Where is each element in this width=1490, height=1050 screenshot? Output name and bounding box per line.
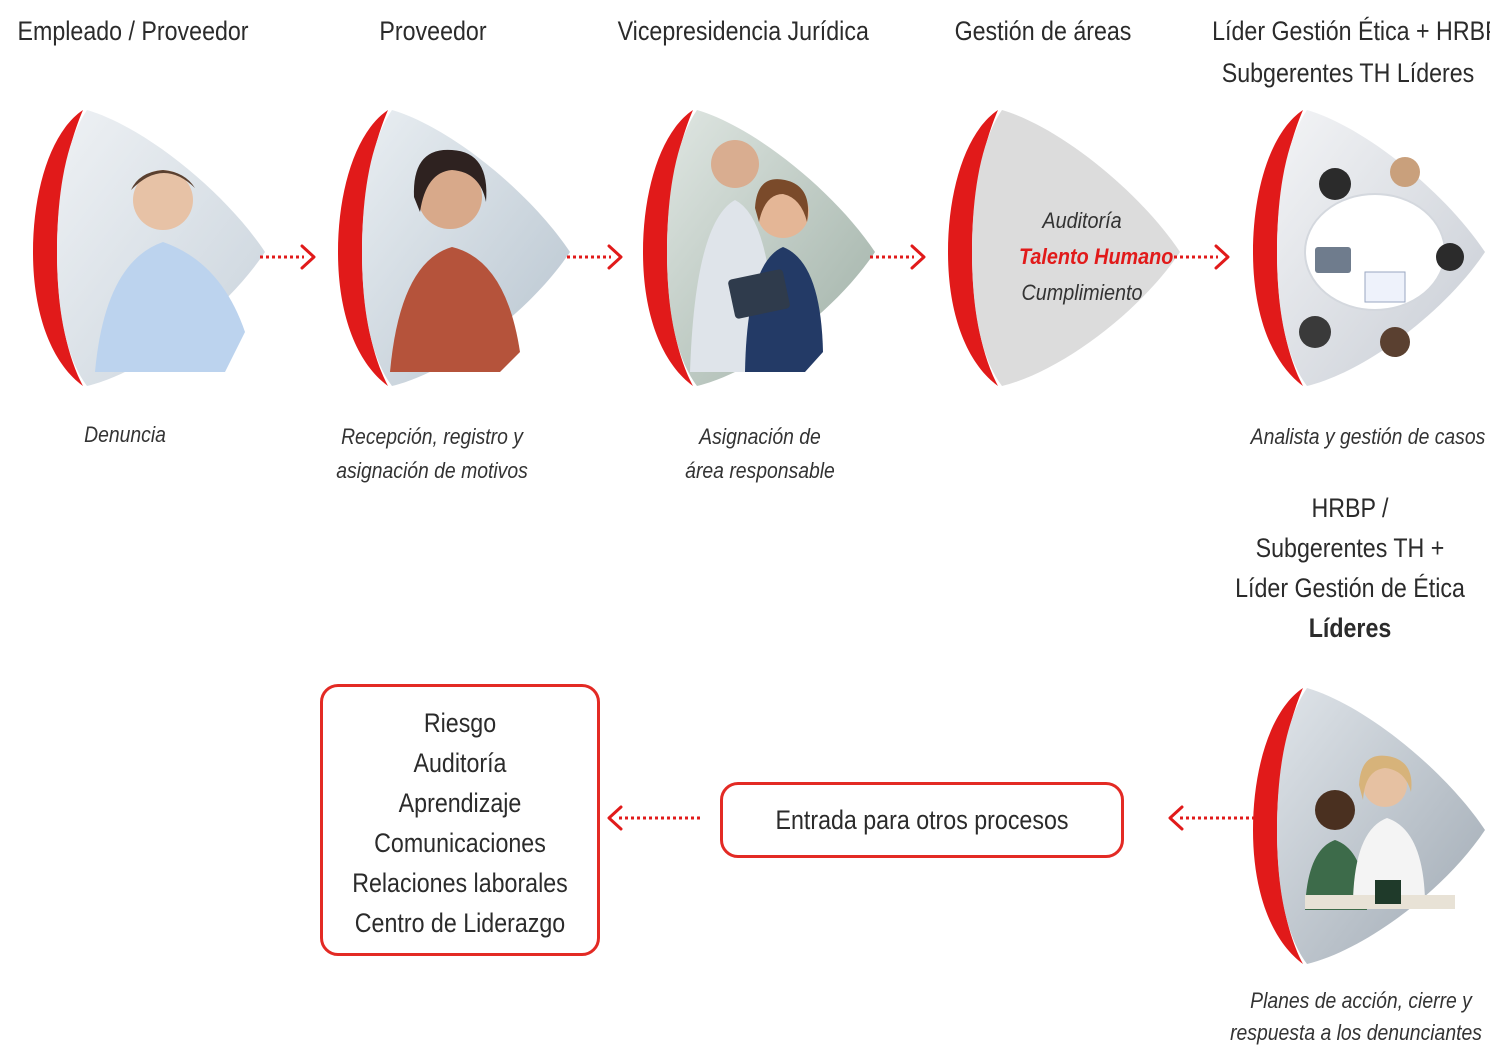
caption-planes-line1: Planes de acción, cierre y [1250,988,1472,1013]
photo-node-denuncia [25,102,285,392]
photo-node-analista [1245,102,1490,392]
caption-planes-line2: respuesta a los denunciantes [1230,1020,1482,1045]
role-hrbp: HRBP / [1311,493,1389,523]
business-meeting-photo [1253,688,1485,964]
gestion-line-talento-humano: Talento Humano [1019,244,1174,269]
arrow-entrada-to-outputs [607,805,703,831]
arrow-1-to-2 [260,244,316,270]
gestion-areas-node [940,102,1200,392]
photo-node-recepcion [330,102,590,392]
entrada-otros-procesos-box: Entrada para otros procesos [720,782,1124,858]
gestion-line-cumplimiento: Cumplimiento [1021,280,1143,305]
output-centro-liderazgo: Centro de Liderazgo [354,908,566,938]
output-auditoria: Auditoría [413,748,507,778]
outputs-box: Riesgo Auditoría Aprendizaje Comunicacio… [320,684,600,956]
header-proveedor: Proveedor [379,16,487,46]
caption-recepcion-line2: asignación de motivos [336,458,528,483]
arrow-3-to-4 [870,244,926,270]
output-aprendizaje: Aprendizaje [398,788,522,818]
team-meeting-overhead-photo [1253,110,1485,386]
gestion-areas-node-text: Auditoría Talento Humano Cumplimiento [1019,203,1174,311]
photo-node-planes [1245,680,1490,970]
arrow-2-to-3 [567,244,623,270]
header-lider-gestion-etica: Líder Gestión Ética + HRBP [1212,16,1490,46]
role-lideres: Líderes [1247,608,1453,648]
photo-node-asignacion [635,102,895,392]
role-subgerentes: Subgerentes TH + [1255,533,1445,563]
gestion-line-auditoria: Auditoría [1042,208,1122,233]
caption-asignacion-line2: área responsable [685,458,835,483]
header-vicepresidencia-juridica: Vicepresidencia Jurídica [617,16,869,46]
role-lideres-text: Líderes [1308,613,1392,643]
caption-recepcion-line1: Recepción, registro y [341,424,523,449]
arrow-6-to-entrada [1168,805,1260,831]
header-subgerentes-th: Subgerentes TH Líderes [1221,58,1475,88]
colleagues-with-tablet-photo [643,110,875,386]
caption-denuncia: Denuncia [84,422,166,447]
output-riesgo: Riesgo [423,708,497,738]
arrow-4-to-5 [1174,244,1230,270]
output-relaciones-laborales: Relaciones laborales [352,868,568,898]
caption-asignacion-line1: Asignación de [699,424,821,449]
call-center-agent-photo [338,110,570,386]
man-on-phone-photo [33,110,265,386]
role-lider-etica: Líder Gestión de Ética [1235,573,1465,603]
output-comunicaciones: Comunicaciones [374,828,546,858]
header-empleado-proveedor: Empleado / Proveedor [17,16,249,46]
entrada-otros-procesos-label: Entrada para otros procesos [775,805,1069,835]
caption-analista: Analista y gestión de casos [1250,424,1486,449]
header-gestion-areas: Gestión de áreas [954,16,1132,46]
